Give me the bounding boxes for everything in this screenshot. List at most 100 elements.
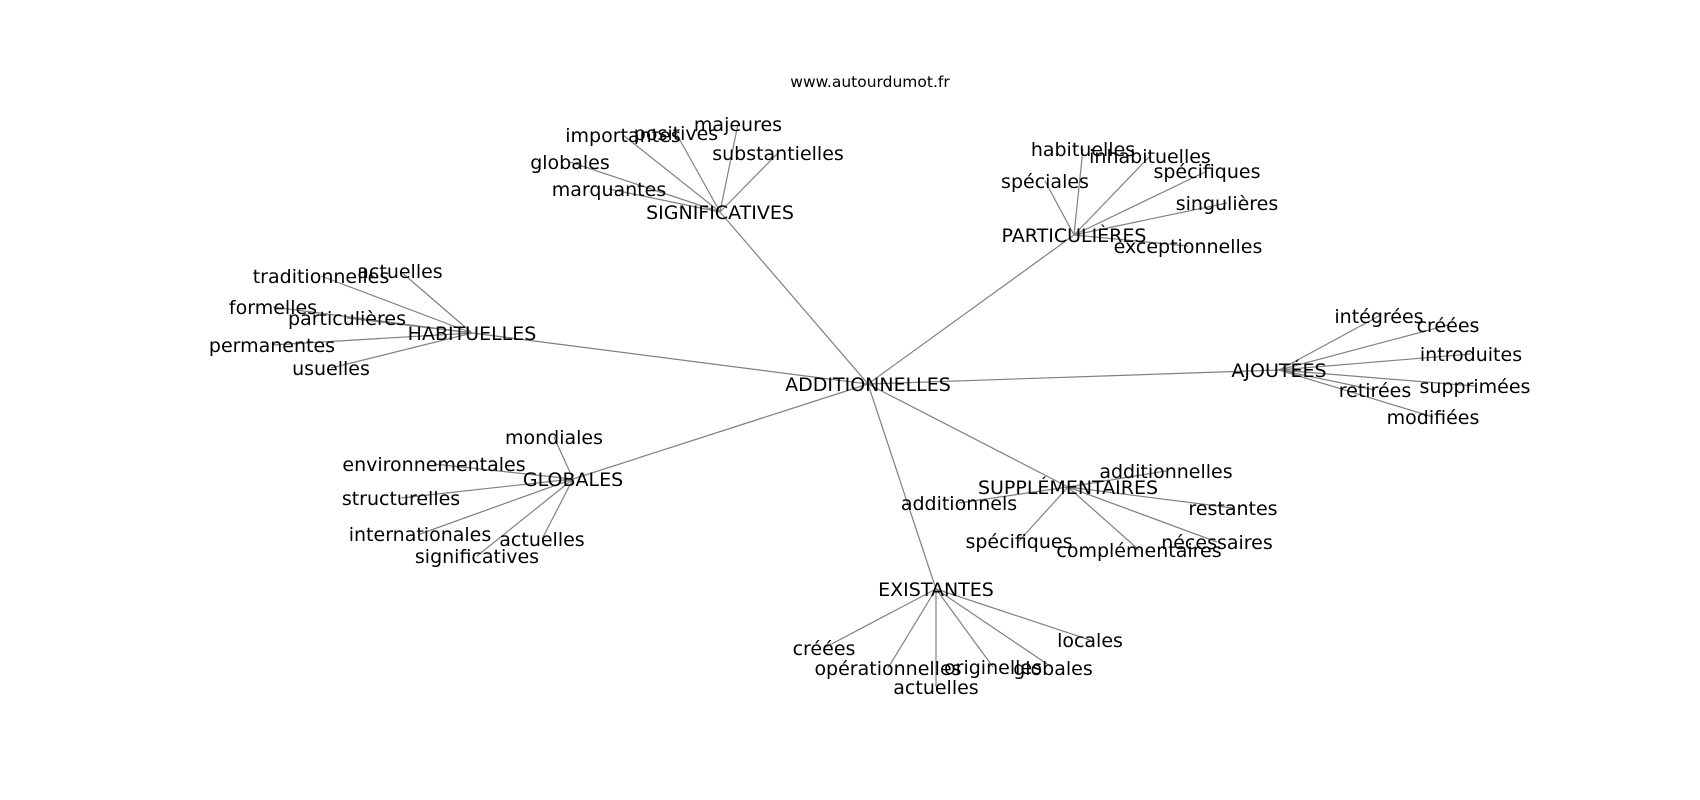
leaf-node-label: actuelles [499,529,584,551]
leaf-node-label: locales [1057,630,1123,652]
hub-node-label: HABITUELLES [408,323,537,345]
leaf-node-label: substantielles [712,143,844,165]
hub-node-label: AJOUTÉES [1231,359,1326,382]
leaf-node-label: actuelles [357,261,442,283]
edge-sup-leaf-0 [1067,470,1167,488]
edge-hab-leaf-0 [320,275,473,334]
leaf-node-label: introduites [1420,344,1522,366]
edge-ajo-leaf-3 [1278,369,1376,391]
leaf-node-label: additionnels [901,493,1017,515]
edge-sig-leaf-0 [719,123,739,213]
edge-sig-leaf-2 [675,132,721,213]
edge-hab-leaf-3 [346,317,473,334]
leaf-node-label: originelles [944,657,1042,679]
leaf-node-label: significatives [415,546,539,568]
site-credit: www.autourdumot.fr [790,73,950,91]
leaf-node-label: singulières [1176,193,1279,215]
leaf-node-label: créées [793,638,856,660]
leaf-node-label: mondiales [505,427,603,449]
leaf-node-label: opérationnelles [814,658,961,680]
edge-par-leaf-5 [1073,234,1189,247]
leaf-node-label: créées [1417,315,1480,337]
leaf-node-label: spéciales [1001,171,1089,193]
edge-ajo-leaf-5 [1278,369,1434,418]
graph-labels: ADDITIONNELLES SIGNIFICATIVES majeures impo… [209,114,1531,699]
leaf-node-label: internationales [349,524,492,546]
leaf-node-label: marquantes [552,179,666,201]
leaf-node-label: spécifiques [965,531,1072,553]
edge-center-glo [572,383,869,480]
leaf-node-label: spécifiques [1153,161,1260,183]
edge-exi-leaf-4 [935,588,1054,669]
edge-par-leaf-3 [1044,180,1075,236]
edge-glo-leaf-2 [400,478,574,499]
leaf-node-label: usuelles [292,358,370,380]
edge-exi-leaf-3 [935,588,994,668]
edge-center-hab [471,332,869,385]
leaf-node-label: retirées [1339,380,1411,402]
leaf-node-label: globales [530,152,610,174]
edge-sig-leaf-5 [608,188,721,213]
hub-node-label: GLOBALES [523,469,623,491]
edge-sig-leaf-3 [719,152,779,213]
edge-exi-leaf-0 [823,588,937,649]
edge-hab-leaf-4 [271,332,473,346]
edge-sup-leaf-3 [1018,486,1069,542]
edge-sig-leaf-4 [569,161,721,213]
hub-node-label: PARTICULIÈRES [1002,224,1147,247]
edge-exi-leaf-5 [935,588,1091,641]
leaf-node-label: structurelles [342,488,460,510]
edge-center-ajo [867,369,1280,385]
edge-glo-leaf-5 [476,478,574,557]
leaf-node-label: permanentes [209,335,335,357]
leaf-node-label: importantes [565,125,680,147]
leaf-node-label: actuelles [893,677,978,699]
leaf-node-label: modifiées [1387,407,1480,429]
edge-sig-leaf-1 [622,134,721,213]
edge-glo-leaf-0 [553,436,574,480]
hub-node-label: SUPPLÉMENTAIRES [978,476,1158,499]
center-node-label: ADDITIONNELLES [785,374,951,396]
edge-sup-leaf-5 [1067,486,1140,551]
leaf-node-label: environnementales [342,454,525,476]
leaf-node-label: additionnelles [1099,461,1232,483]
leaf-node-label: majeures [694,114,782,136]
edge-par-leaf-1 [1073,155,1151,236]
edge-glo-leaf-3 [419,478,574,535]
hub-node-label: EXISTANTES [878,579,994,601]
leaf-node-label: particulières [288,308,406,330]
edge-hab-leaf-1 [399,270,473,334]
leaf-node-label: traditionnelles [253,266,390,288]
edge-ajo-leaf-4 [1278,369,1476,387]
leaf-node-label: formelles [229,297,317,319]
edge-exi-leaf-1 [887,588,937,669]
edge-center-par [867,234,1075,385]
edge-glo-leaf-4 [541,478,574,540]
edge-center-exi [867,383,937,590]
edge-ajo-leaf-2 [1278,353,1472,371]
edge-par-leaf-2 [1073,170,1208,236]
leaf-node-label: restantes [1188,498,1277,520]
leaf-node-label: supprimées [1420,376,1531,398]
leaf-node-label: globales [1013,658,1093,680]
edge-center-sig [719,211,869,385]
edge-center-sup [867,383,1069,488]
edge-par-leaf-4 [1073,202,1228,236]
edge-sup-leaf-2 [1067,486,1234,509]
hub-node-label: SIGNIFICATIVES [646,202,794,224]
graph-edges [271,123,1476,687]
edge-par-leaf-0 [1073,148,1084,236]
leaf-node-label: habituelles [1031,139,1135,161]
leaf-node-label: complémentaires [1056,540,1221,562]
edge-sup-leaf-1 [958,486,1069,504]
leaf-node-label: inhabituelles [1089,146,1211,168]
leaf-node-label: intégrées [1334,306,1423,328]
edge-glo-leaf-1 [433,463,574,480]
edge-sup-leaf-4 [1067,486,1218,543]
leaf-node-label: nécessaires [1161,532,1273,554]
edge-hab-leaf-5 [330,332,473,369]
leaf-node-label: exceptionnelles [1114,236,1263,258]
edge-ajo-leaf-0 [1278,315,1380,371]
edge-ajo-leaf-1 [1278,324,1449,371]
